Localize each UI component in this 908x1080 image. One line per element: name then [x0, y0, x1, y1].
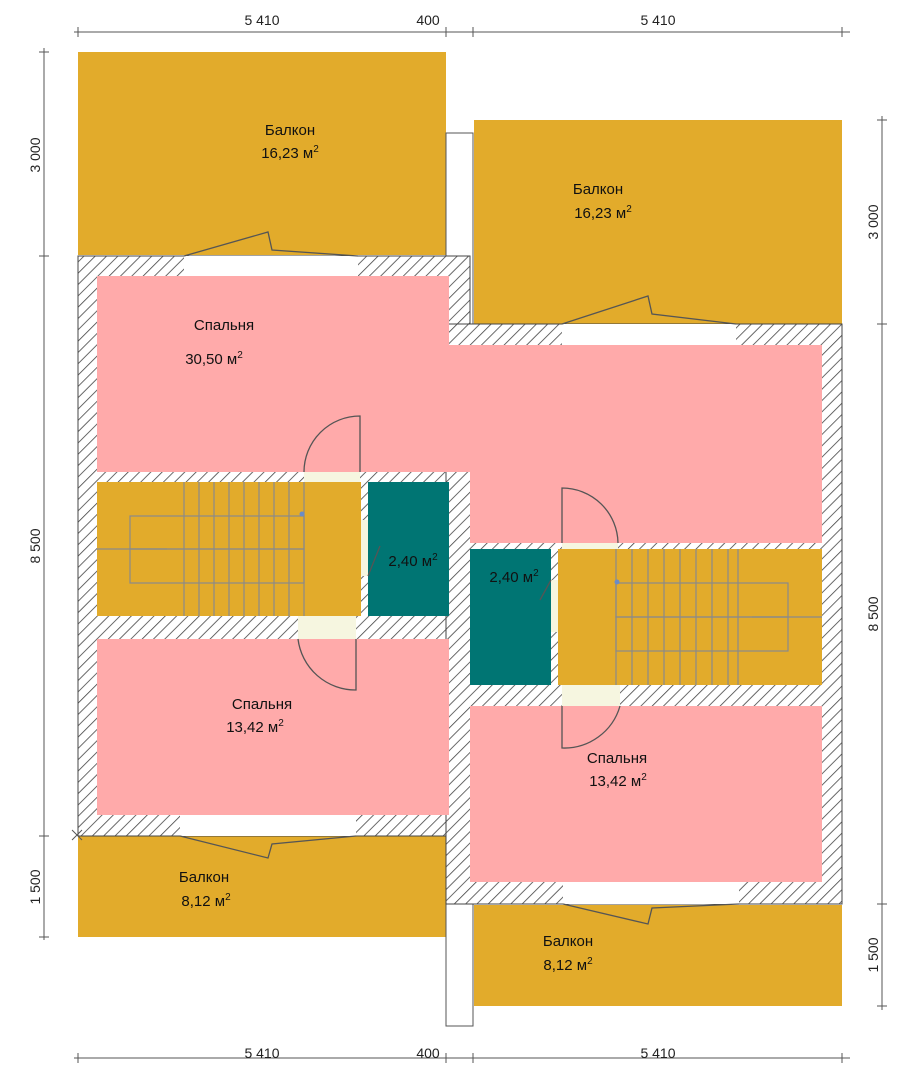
door-opening-right-top	[562, 543, 618, 549]
dim-left-bottom: 1 500	[27, 869, 43, 904]
bath-left	[368, 482, 449, 616]
window-leaves	[179, 231, 740, 925]
bath-right-area: 2,40 м2	[489, 568, 539, 586]
bath-left-area: 2,40 м2	[388, 552, 438, 570]
stair-left	[97, 482, 305, 616]
dim-right-bottom: 1 500	[865, 937, 881, 972]
window-top-left	[184, 256, 358, 276]
balcony-top-right-area: 16,23 м2	[574, 204, 632, 222]
balcony-top-right	[474, 120, 842, 324]
dim-left-top: 3 000	[27, 137, 43, 172]
balcony-bottom-left-area: 8,12 м2	[181, 892, 231, 910]
bath-right	[470, 549, 551, 685]
door-opening-right-bottom	[562, 685, 620, 706]
door-opening-left-top	[304, 472, 360, 482]
balcony-top-left-name: Балкон	[265, 122, 315, 139]
dim-bottom-right: 5 410	[640, 1045, 675, 1061]
balcony-bottom-right-name: Балкон	[543, 933, 593, 950]
window-bottom-left	[180, 815, 356, 836]
dim-right-top: 3 000	[865, 204, 881, 239]
dim-right-middle: 8 500	[865, 596, 881, 631]
bedroom-main-area: 30,50 м2	[185, 350, 243, 368]
dim-top-right: 5 410	[640, 12, 675, 28]
stair-right	[614, 549, 822, 685]
bedroom-right-name: Спальня	[587, 750, 647, 767]
dim-bottom-left: 5 410	[244, 1045, 279, 1061]
bedroom-left	[97, 639, 449, 815]
door-swings	[297, 415, 621, 749]
dim-left-middle: 8 500	[27, 528, 43, 563]
dimension-lines	[39, 27, 887, 1063]
balcony-bottom-left-name: Балкон	[179, 869, 229, 886]
bedroom-left-area: 13,42 м2	[226, 718, 284, 736]
bedroom-main-name: Спальня	[194, 317, 254, 334]
dim-bottom-middle: 400	[416, 1045, 440, 1061]
bedroom-right-area: 13,42 м2	[589, 772, 647, 790]
door-opening-bath-right	[551, 580, 558, 632]
bedroom-main	[97, 276, 822, 543]
window-top-right	[562, 324, 736, 345]
dim-top-middle: 400	[416, 12, 440, 28]
door-opening-bath-left	[361, 520, 368, 576]
balcony-top-left-area: 16,23 м2	[261, 144, 319, 162]
balcony-top-right-name: Балкон	[573, 181, 623, 198]
balcony-top-left	[78, 52, 446, 255]
window-bottom-right	[563, 882, 739, 904]
balcony-bottom-right	[474, 905, 842, 1006]
balcony-bottom-right-area: 8,12 м2	[543, 956, 593, 974]
dim-top-left: 5 410	[244, 12, 279, 28]
bedroom-left-name: Спальня	[232, 696, 292, 713]
bedroom-right	[470, 706, 822, 882]
balcony-bottom-left	[78, 836, 446, 937]
corner-mark	[71, 829, 83, 841]
door-opening-left-bottom	[298, 616, 356, 639]
